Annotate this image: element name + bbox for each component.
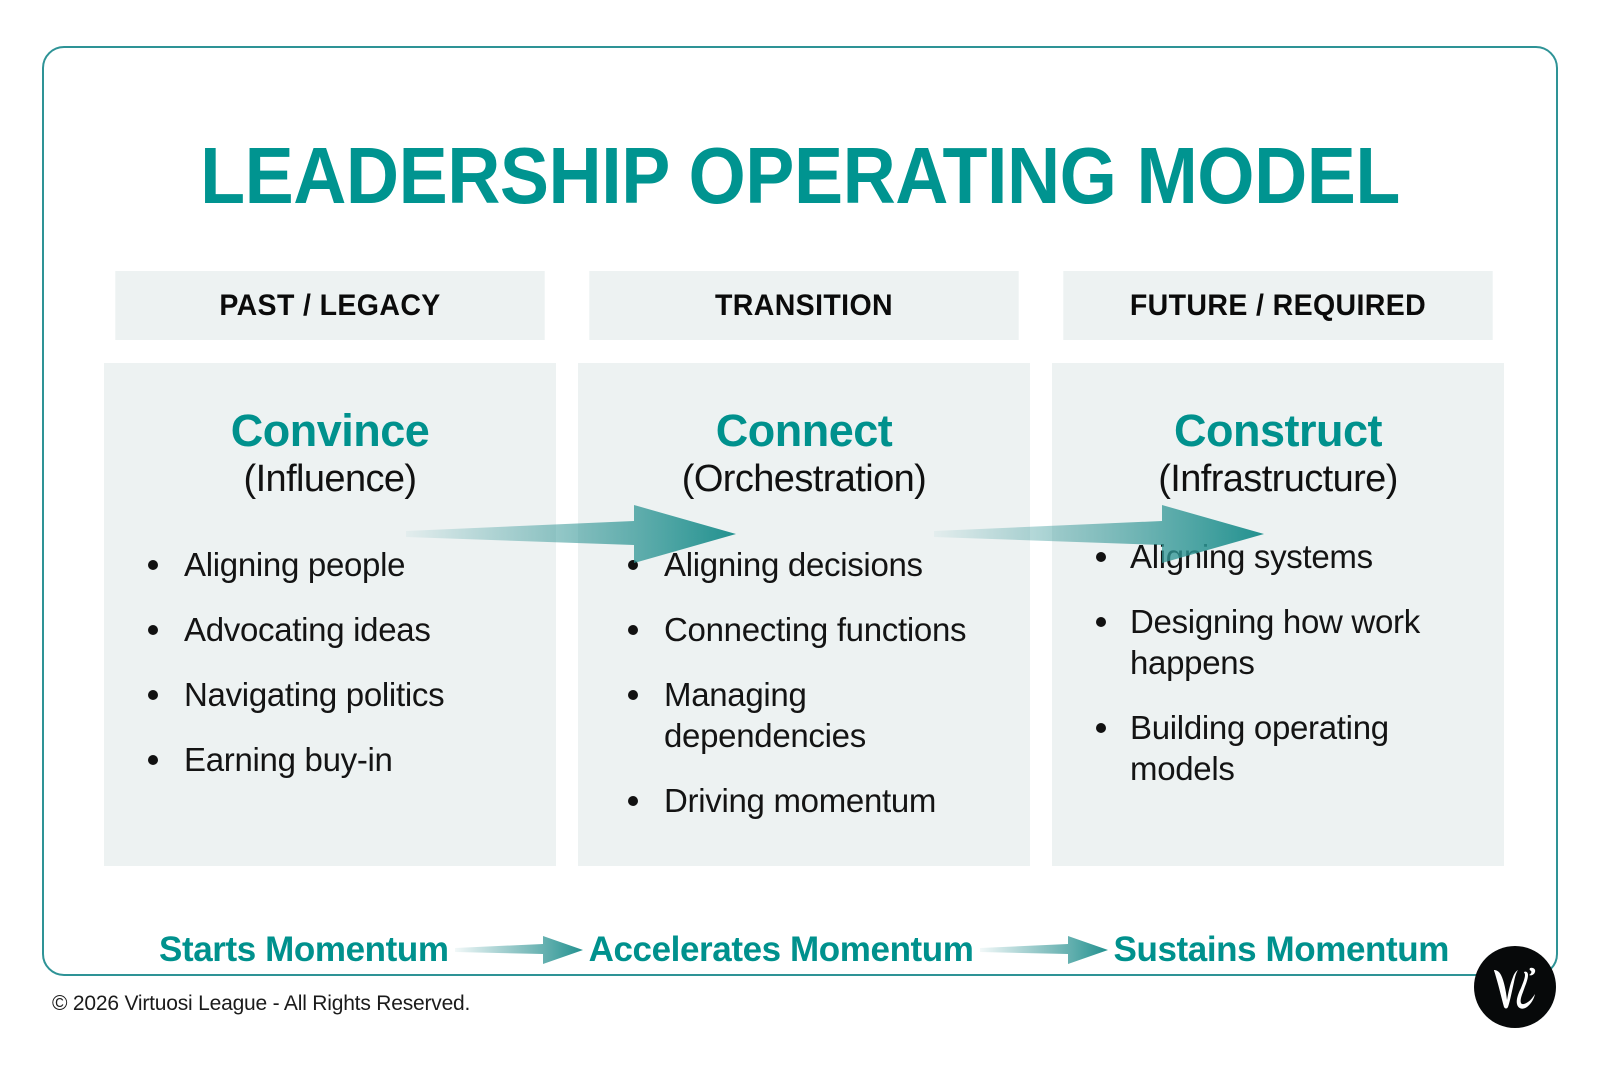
column-subtitle-influence: (Influence)	[243, 458, 418, 501]
list-item-label: Aligning systems	[1130, 538, 1373, 576]
list-item-label: Advocating ideas	[184, 611, 431, 649]
list-item: Earning buy-in	[130, 740, 530, 781]
list-item-label: Connecting functions	[664, 611, 967, 649]
list-item-label: Aligning decisions	[664, 546, 923, 584]
column-term-connect: Connect	[715, 405, 893, 456]
column-subtitle-infrastructure: (Infrastructure)	[1158, 458, 1398, 501]
list-item-label: Aligning people	[184, 546, 406, 584]
list-item-label: Designing how work happens	[1130, 603, 1420, 682]
column-body-future-required: Construct (Infrastructure) Aligning syst…	[1052, 363, 1504, 866]
column-header-past-legacy: PAST / LEGACY	[115, 271, 545, 340]
bullet-dot-icon	[148, 625, 158, 636]
column-future-required: FUTURE / REQUIRED Construct (Infrastruct…	[1052, 271, 1504, 866]
bullet-list-future-required: Aligning systems Designing how work happ…	[1078, 537, 1478, 790]
bullet-dot-icon	[628, 560, 638, 571]
bullet-dot-icon	[148, 754, 158, 765]
column-term-convince: Convince	[230, 405, 430, 456]
list-item-label: Managing dependencies	[664, 676, 866, 754]
momentum-arrow-icon	[979, 936, 1108, 964]
slide-card: LEADERSHIP OPERATING MODEL PAST / LEGACY…	[42, 46, 1558, 976]
footer-copyright: © 2026 Virtuosi League - All Rights Rese…	[52, 992, 471, 1015]
momentum-strip: Starts Momentum Accelerates Momentum	[104, 930, 1504, 970]
list-item: Aligning people	[130, 545, 530, 586]
list-item: Navigating politics	[130, 675, 530, 716]
column-transition: TRANSITION Connect (Orchestration) Align…	[578, 271, 1030, 866]
list-item: Designing how work happens	[1078, 602, 1478, 684]
momentum-label-starts: Starts Momentum	[159, 930, 449, 969]
page-title: LEADERSHIP OPERATING MODEL	[200, 131, 1400, 220]
bullet-dot-icon	[628, 795, 638, 806]
column-body-past-legacy: Convince (Influence) Aligning people Adv…	[104, 363, 556, 866]
column-term-construct: Construct	[1174, 405, 1383, 456]
columns-grid: PAST / LEGACY Convince (Influence) Align…	[104, 271, 1504, 866]
bullet-dot-icon	[148, 560, 158, 571]
momentum-arrow-icon	[454, 936, 583, 964]
list-item: Advocating ideas	[130, 610, 530, 651]
bullet-dot-icon	[1096, 722, 1106, 733]
column-header-transition: TRANSITION	[589, 271, 1019, 340]
momentum-label-accelerates: Accelerates Momentum	[588, 930, 974, 969]
column-header-future-required: FUTURE / REQUIRED	[1063, 271, 1493, 340]
bullet-list-past-legacy: Aligning people Advocating ideas Navigat…	[130, 545, 530, 781]
bullet-dot-icon	[628, 690, 638, 701]
list-item: Aligning systems	[1078, 537, 1478, 578]
bullet-dot-icon	[1096, 617, 1106, 628]
brand-logo-icon	[1474, 946, 1556, 1028]
column-past-legacy: PAST / LEGACY Convince (Influence) Align…	[104, 271, 556, 866]
column-body-transition: Connect (Orchestration) Aligning decisio…	[578, 363, 1030, 866]
column-subtitle-orchestration: (Orchestration)	[681, 458, 927, 501]
bullet-list-transition: Aligning decisions Connecting functions …	[604, 545, 1004, 822]
bullet-dot-icon	[148, 690, 158, 701]
list-item-label: Earning buy-in	[184, 740, 393, 778]
bullet-dot-icon	[628, 625, 638, 636]
momentum-label-sustains: Sustains Momentum	[1113, 930, 1450, 969]
list-item: Managing dependencies	[604, 675, 1004, 757]
bullet-dot-icon	[1096, 552, 1106, 563]
list-item-label: Building operating models	[1130, 708, 1389, 787]
list-item: Building operating models	[1078, 708, 1478, 790]
list-item-label: Driving momentum	[664, 781, 937, 819]
list-item-label: Navigating politics	[184, 676, 445, 714]
list-item: Aligning decisions	[604, 545, 1004, 586]
list-item: Driving momentum	[604, 781, 1004, 822]
list-item: Connecting functions	[604, 610, 1004, 651]
